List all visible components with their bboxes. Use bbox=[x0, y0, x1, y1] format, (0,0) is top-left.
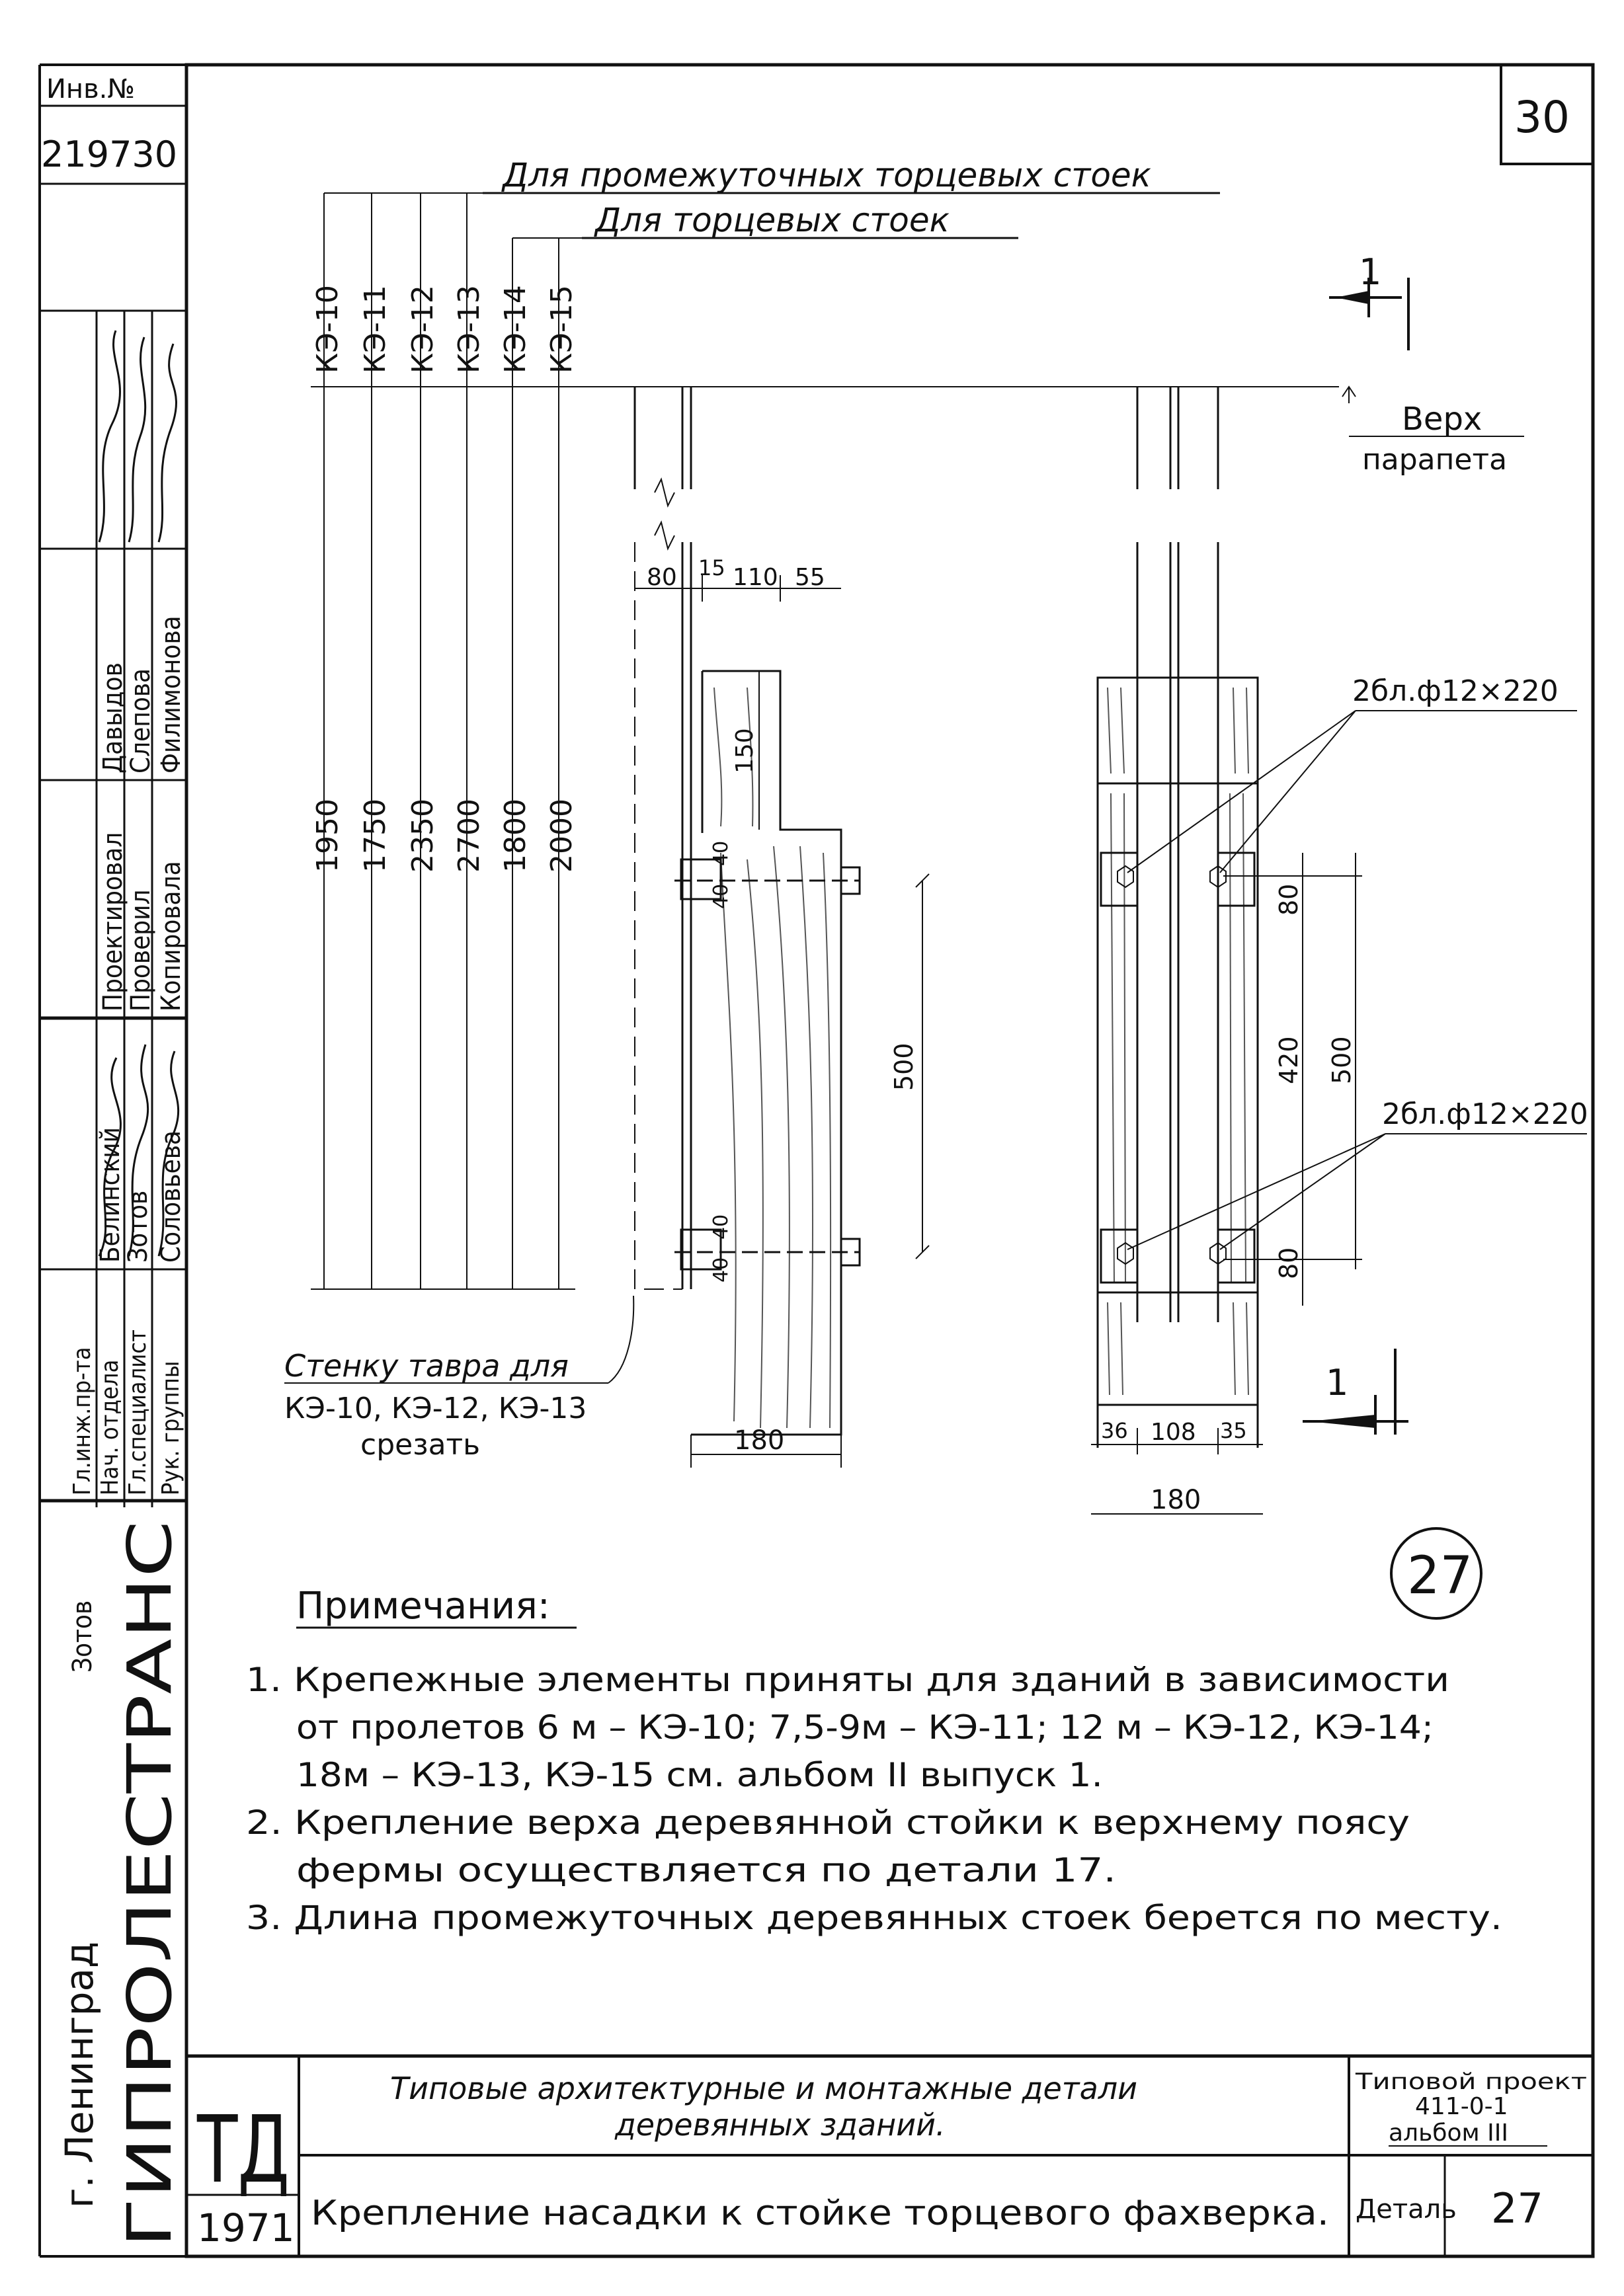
note-2-line-1: 2. Крепление верха деревянной стойки к в… bbox=[246, 1803, 1410, 1842]
column-name-ke14: КЭ-14 bbox=[499, 285, 532, 374]
note-1-line-2: от пролетов 6 м – КЭ-10; 7,5-9м – КЭ-11;… bbox=[296, 1708, 1434, 1747]
name-filimonova: Филимонова bbox=[156, 615, 186, 773]
role-chief-specialist: Гл.специалист bbox=[124, 1329, 151, 1495]
note-1-line-3: 18м – КЭ-13, КЭ-15 см. альбом II выпуск … bbox=[296, 1756, 1103, 1794]
dim-500-side: 500 bbox=[889, 1043, 918, 1091]
dim-40-lower-a: 40 bbox=[710, 1214, 733, 1240]
detail-title: Крепление насадки к стойке торцевого фах… bbox=[311, 2194, 1329, 2233]
series-title-line2: деревянных зданий. bbox=[614, 2107, 946, 2143]
dim-15-top: 15 bbox=[698, 555, 725, 580]
detail-number: 27 bbox=[1491, 2184, 1543, 2233]
column-length-ke10: 1950 bbox=[311, 799, 345, 873]
dim-40-upper-b: 40 bbox=[710, 884, 733, 909]
sidebar: Инв.№ 219730 Гл.инж.пр-та Нач. отдела Гл… bbox=[40, 74, 186, 2248]
dim-36: 36 bbox=[1101, 1418, 1128, 1443]
name-belinsky: Белинский bbox=[95, 1127, 126, 1263]
role-chief-engineer: Гл.инж.пр-та bbox=[69, 1347, 96, 1495]
note-2-line-2: фермы осуществляется по детали 17. bbox=[296, 1851, 1116, 1889]
detail-circle: 27 bbox=[1390, 1527, 1482, 1620]
column-headers: Для промежуточных торцевых стоек Для тор… bbox=[324, 156, 1220, 239]
notes: Примечания: 1. Крепежные элементы принят… bbox=[246, 1585, 1502, 1937]
dim-55-top: 55 bbox=[795, 564, 825, 591]
cut-note: Стенку тавра для КЭ-10, КЭ-12, КЭ-13 сре… bbox=[284, 1295, 635, 1462]
column-name-ke10: КЭ-10 bbox=[311, 285, 345, 374]
cut-note-line2: КЭ-10, КЭ-12, КЭ-13 bbox=[284, 1392, 587, 1425]
column-length-ke14: 1800 bbox=[499, 799, 532, 873]
side-elevation: 80 15 110 55 150 40 40 40 40 500 180 bbox=[633, 387, 930, 1468]
role-dept-head: Нач. отдела bbox=[97, 1360, 124, 1495]
dim-500-front: 500 bbox=[1327, 1036, 1356, 1084]
bolt-label-lower: 2бл.ф12×220 bbox=[1382, 1097, 1588, 1131]
dim-40-upper-a: 40 bbox=[710, 841, 733, 866]
note-1-line-1: 1. Крепежные элементы приняты для зданий… bbox=[246, 1661, 1449, 1699]
bolt-label-upper: 2бл.ф12×220 bbox=[1352, 674, 1559, 708]
dim-150: 150 bbox=[731, 728, 758, 773]
notes-title: Примечания: bbox=[296, 1585, 550, 1628]
dim-110-top: 110 bbox=[733, 564, 778, 591]
section-mark-bottom: 1 bbox=[1326, 1362, 1348, 1404]
dim-180-side: 180 bbox=[734, 1425, 784, 1456]
dim-180-front: 180 bbox=[1151, 1485, 1201, 1515]
signature-marks bbox=[98, 330, 180, 1257]
album-label: альбом III bbox=[1389, 2119, 1508, 2147]
header-intermediate: Для промежуточных торцевых стоек bbox=[501, 156, 1151, 194]
column-length-ke13: 2700 bbox=[452, 799, 486, 873]
inventory-number: 219730 bbox=[41, 134, 177, 175]
title-logo: ТД bbox=[196, 2096, 290, 2204]
role-checked: Проверил bbox=[126, 889, 156, 1011]
name-slepova: Слепова bbox=[126, 668, 156, 773]
dim-80-upper: 80 bbox=[1274, 884, 1303, 916]
dim-35: 35 bbox=[1220, 1418, 1247, 1443]
name-zotov-1: Зотов bbox=[67, 1601, 98, 1673]
cut-note-line1: Стенку тавра для bbox=[284, 1348, 569, 1384]
column-name-ke13: КЭ-13 bbox=[452, 285, 486, 374]
column-name-ke12: КЭ-12 bbox=[406, 285, 440, 374]
cut-note-line3: срезать bbox=[360, 1428, 480, 1462]
section-mark-top: 1 bbox=[1359, 251, 1381, 293]
inventory-label: Инв.№ bbox=[46, 74, 135, 104]
sheet-number: 30 bbox=[1514, 92, 1570, 143]
name-davydov: Давыдов bbox=[98, 662, 128, 773]
column-length-ke15: 2000 bbox=[545, 799, 579, 873]
dim-108: 108 bbox=[1151, 1419, 1196, 1446]
dim-80-lower: 80 bbox=[1274, 1247, 1303, 1279]
column-length-ke12: 2350 bbox=[406, 799, 440, 873]
detail-label: Деталь bbox=[1356, 2194, 1457, 2225]
role-group-head: Рук. группы bbox=[157, 1361, 184, 1495]
parapet-line2: парапета bbox=[1362, 443, 1507, 477]
dim-80-top: 80 bbox=[647, 564, 677, 591]
column-table: КЭ-10 КЭ-11 КЭ-12 КЭ-13 КЭ-14 КЭ-15 1950… bbox=[311, 193, 1220, 1290]
organization-city: г. Ленинград bbox=[57, 1942, 102, 2208]
project-number: 411-0-1 bbox=[1415, 2093, 1508, 2120]
title-block: ТД 1971 Типовые архитектурные и монтажны… bbox=[186, 2054, 1593, 2256]
dim-420: 420 bbox=[1274, 1036, 1303, 1084]
note-3-line-1: 3. Длина промежуточных деревянных стоек … bbox=[246, 1899, 1502, 1937]
name-zotov-2: Зотов bbox=[123, 1191, 153, 1263]
title-year: 1971 bbox=[197, 2205, 295, 2250]
front-elevation: 1 Верх парапета bbox=[1091, 251, 1588, 1515]
parapet-line1: Верх bbox=[1402, 401, 1482, 438]
header-end: Для торцевых стоек bbox=[594, 201, 950, 239]
detail-circle-number: 27 bbox=[1407, 1546, 1473, 1606]
sheet-frame bbox=[38, 63, 1595, 2258]
role-designed: Проектировал bbox=[98, 832, 128, 1011]
column-name-ke15: КЭ-15 bbox=[545, 285, 579, 374]
role-copied: Копировала bbox=[156, 861, 186, 1011]
dim-40-lower-b: 40 bbox=[710, 1257, 733, 1283]
series-title-line1: Типовые архитектурные и монтажные детали bbox=[390, 2071, 1137, 2106]
project-label: Типовой проект bbox=[1355, 2069, 1587, 2095]
name-solovyeva: Соловьева bbox=[156, 1130, 186, 1263]
column-name-ke11: КЭ-11 bbox=[358, 285, 392, 374]
column-length-ke11: 1750 bbox=[358, 799, 392, 873]
organization-name: ГИПРОЛЕСТРАНС bbox=[114, 1521, 185, 2248]
